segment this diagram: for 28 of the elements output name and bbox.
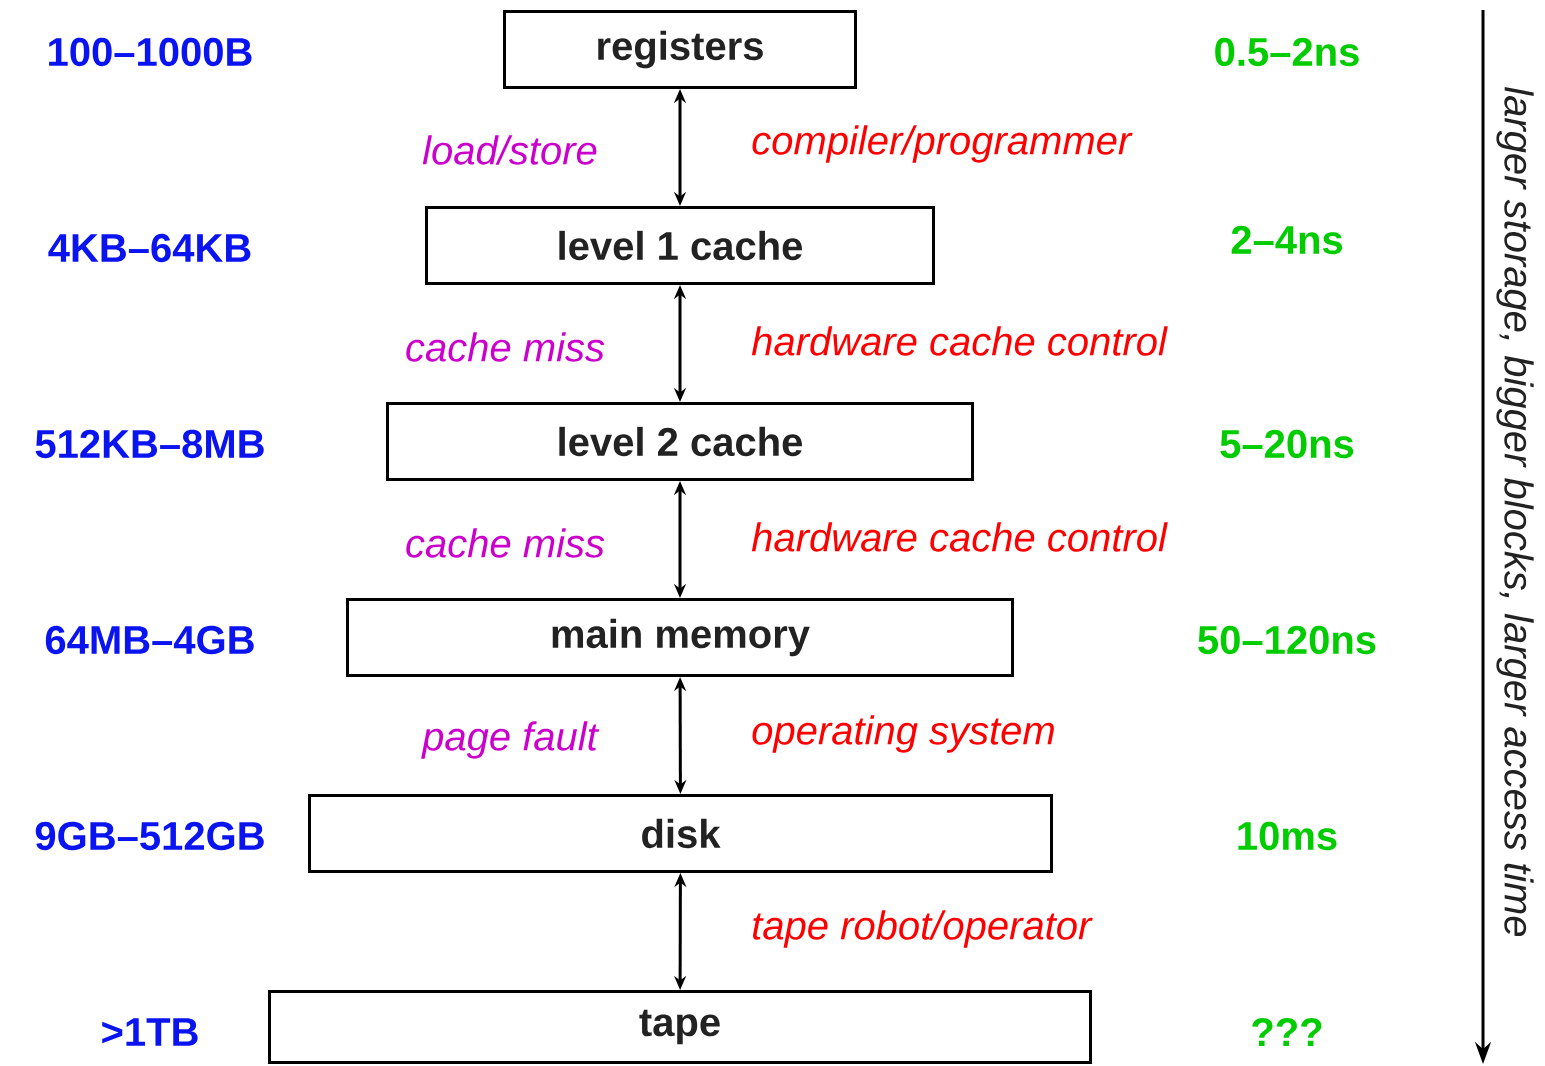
capacity-label: 4KB–64KB (48, 233, 251, 263)
access-time-label: ??? (1252, 1018, 1322, 1046)
memory-level-box: level 2 cache (386, 402, 974, 481)
memory-level-box: main memory (346, 598, 1014, 677)
access-time-label: 50–120ns (1198, 625, 1376, 655)
event-label: page fault (421, 721, 600, 759)
edge-label: tape robot/operator (753, 910, 1093, 948)
edge-label: hardware cache control (751, 522, 1168, 552)
access-time-label: 5–20ns (1220, 429, 1354, 459)
memory-level-box: registers (503, 10, 857, 89)
edge-label: compiler/programmer (752, 125, 1133, 163)
capacity-label: 100–1000B (49, 37, 252, 67)
memory-level-box: level 1 cache (425, 206, 935, 285)
edge-label: hardware cache control (751, 326, 1168, 356)
capacity-label: >1TB (102, 1018, 198, 1046)
event-label: cache miss (406, 332, 605, 362)
capacity-label: 9GB–512GB (35, 821, 264, 851)
access-time-label: 0.5–2ns (1215, 37, 1359, 67)
axis-label: larger storage, bigger blocks, larger access time (1496, 86, 1534, 937)
access-time-label: 10ms (1238, 821, 1337, 851)
event-label: load/store (422, 135, 597, 165)
access-time-label: 2–4ns (1231, 225, 1343, 255)
capacity-label: 512KB–8MB (35, 429, 264, 459)
memory-level-box: tape (268, 990, 1092, 1064)
edge-label: operating system (752, 715, 1054, 753)
memory-level-box: disk (308, 794, 1053, 873)
event-label: cache miss (406, 528, 605, 558)
capacity-label: 64MB–4GB (45, 625, 254, 655)
